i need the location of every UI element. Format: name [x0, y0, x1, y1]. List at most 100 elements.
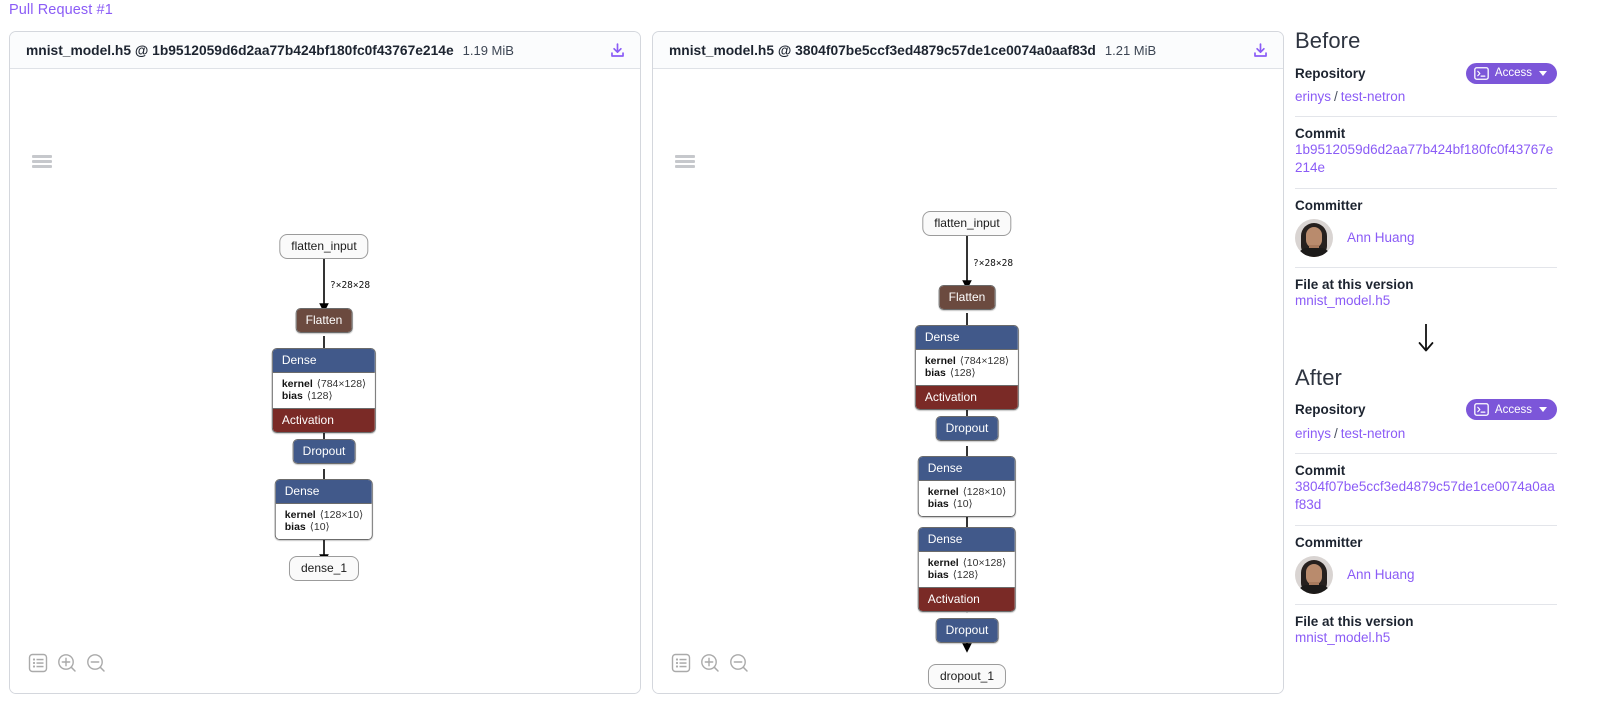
section-heading-before: Before	[1295, 28, 1361, 53]
committer-block-after: Committer Ann Huang	[1295, 535, 1557, 594]
repo-name-link[interactable]: test-netron	[1340, 425, 1406, 441]
committer-name-link[interactable]: Ann Huang	[1347, 230, 1415, 246]
hamburger-icon[interactable]	[32, 155, 52, 168]
panel-filesize-before: 1.19 MiB	[462, 42, 514, 58]
file-name-link[interactable]: mnist_model.h5	[1295, 629, 1391, 645]
attr-value-kernel: ⟨128×10⟩	[962, 486, 1007, 498]
graph-node-dense-1[interactable]: Dense kernel⟨784×128⟩ bias⟨128⟩ Activati…	[914, 325, 1020, 410]
panel-header-before: mnist_model.h5 @ 1b9512059d6d2aa77b424bf…	[10, 32, 640, 69]
panel-body-after: flatten_input ?×28×28 Flatten Dense kern…	[653, 69, 1283, 693]
divider	[1295, 453, 1557, 455]
repo-owner-link[interactable]: erinys	[1295, 425, 1332, 441]
graph-node-dense-1-output[interactable]: dense_1	[288, 556, 360, 581]
node-activation-dense: Activation	[915, 385, 1019, 409]
node-header-dropout: Dropout	[936, 619, 998, 642]
repository-label: Repository	[1295, 65, 1366, 81]
commit-block-after: Commit 3804f07be5ccf3ed4879c57de1ce0074a…	[1295, 463, 1557, 514]
commit-label: Commit	[1295, 463, 1346, 479]
access-button-label: Access	[1494, 67, 1532, 79]
graph-node-dense-1[interactable]: Dense kernel⟨784×128⟩ bias⟨128⟩ Activati…	[271, 348, 377, 433]
attr-key-kernel: kernel	[927, 557, 959, 569]
graph-node-dropout[interactable]: Dropout	[292, 439, 356, 464]
model-panel-before: mnist_model.h5 @ 1b9512059d6d2aa77b424bf…	[9, 31, 641, 694]
graph-node-dense-2[interactable]: Dense kernel⟨128×10⟩ bias⟨10⟩	[274, 479, 374, 540]
repository-row-after: Repository Access	[1295, 397, 1557, 423]
list-icon[interactable]	[27, 652, 49, 674]
access-button-after[interactable]: Access	[1465, 399, 1557, 421]
graph-node-dropout-1[interactable]: Dropout	[935, 416, 999, 441]
repo-name-link[interactable]: test-netron	[1340, 89, 1406, 104]
repository-label: Repository	[1295, 402, 1366, 418]
access-button-before[interactable]: Access	[1465, 62, 1557, 84]
node-header-flatten: Flatten	[296, 309, 352, 332]
graph-node-dropout-2[interactable]: Dropout	[935, 618, 999, 643]
node-attributes-dense: kernel⟨10×128⟩ bias⟨128⟩	[918, 551, 1016, 587]
file-block-after: File at this version mnist_model.h5	[1295, 614, 1557, 647]
repo-owner-link[interactable]: erinys	[1295, 89, 1332, 104]
terminal-icon	[1474, 403, 1489, 417]
graph-node-flatten[interactable]: Flatten	[938, 285, 996, 310]
chevron-down-icon	[1539, 407, 1547, 413]
panel-filesize-after: 1.21 MiB	[1104, 42, 1157, 58]
netron-graph-after[interactable]: flatten_input ?×28×28 Flatten Dense kern…	[653, 69, 1283, 693]
attr-key-bias: bias	[284, 520, 306, 533]
graph-node-flatten[interactable]: Flatten	[295, 308, 353, 333]
file-name-link[interactable]: mnist_model.h5	[1295, 292, 1391, 308]
hamburger-icon[interactable]	[675, 155, 695, 168]
graph-toolbar-after	[670, 652, 750, 674]
file-label: File at this version	[1295, 613, 1414, 629]
node-activation-dense: Activation	[918, 587, 1016, 611]
commit-block-before: Commit 1b9512059d6d2aa77b424bf180fc0f437…	[1295, 126, 1557, 177]
repository-path-after: erinys/test-netron	[1295, 425, 1557, 443]
repository-row-before: Repository Access	[1295, 60, 1557, 86]
graph-node-flatten-input[interactable]: flatten_input	[279, 234, 369, 259]
zoom-out-icon[interactable]	[728, 652, 750, 674]
download-button-after[interactable]	[1247, 37, 1273, 63]
download-button-before[interactable]	[604, 37, 630, 63]
graph-node-dropout-1-output[interactable]: dropout_1	[927, 664, 1007, 689]
graph-node-flatten-input[interactable]: flatten_input	[922, 211, 1012, 236]
avatar	[1295, 218, 1333, 257]
attr-value-bias: ⟨128⟩	[306, 389, 333, 402]
attr-value-bias: ⟨128⟩	[949, 366, 976, 379]
node-attributes-dense: kernel⟨784×128⟩ bias⟨128⟩	[915, 349, 1019, 385]
node-attributes-dense: kernel⟨128×10⟩ bias⟨10⟩	[918, 480, 1016, 516]
graph-edge-label-input: ?×28×28	[330, 280, 371, 291]
list-icon[interactable]	[670, 652, 692, 674]
file-label: File at this version	[1295, 276, 1414, 292]
attr-value-bias: ⟨10⟩	[952, 497, 973, 510]
netron-graph-before[interactable]: flatten_input ?×28×28 Flatten Dense kern…	[10, 69, 640, 693]
arrow-down-icon	[1418, 323, 1434, 352]
repo-path-separator: /	[1334, 425, 1338, 441]
divider	[1295, 603, 1557, 605]
attr-key-bias: bias	[927, 568, 949, 581]
node-header-dense: Dense	[918, 457, 1016, 480]
graph-node-dense-3[interactable]: Dense kernel⟨10×128⟩ bias⟨128⟩ Activatio…	[917, 527, 1017, 612]
graph-toolbar-before	[27, 652, 107, 674]
committer-label: Committer	[1295, 197, 1363, 213]
committer-name-link[interactable]: Ann Huang	[1347, 567, 1415, 583]
repo-path-separator: /	[1334, 89, 1338, 104]
graph-node-dense-2[interactable]: Dense kernel⟨128×10⟩ bias⟨10⟩	[917, 456, 1017, 517]
repository-path-before: erinys/test-netron	[1295, 88, 1557, 106]
breadcrumb-pull-request[interactable]: Pull Request #1	[9, 2, 113, 18]
terminal-icon	[1474, 66, 1489, 80]
commit-hash-link[interactable]: 3804f07be5ccf3ed4879c57de1ce0074a0aaf83d	[1295, 479, 1555, 513]
divider	[1295, 524, 1557, 526]
zoom-in-icon[interactable]	[699, 652, 721, 674]
section-before: Before Repository Access erinys/test-net…	[1295, 28, 1557, 310]
attr-key-bias: bias	[927, 497, 949, 510]
zoom-out-icon[interactable]	[85, 652, 107, 674]
zoom-in-icon[interactable]	[56, 652, 78, 674]
avatar	[1295, 555, 1333, 594]
attr-key-bias: bias	[924, 366, 946, 379]
graph-edge-label-input: ?×28×28	[973, 258, 1014, 269]
attr-key-kernel: kernel	[281, 378, 313, 390]
node-activation-dense: Activation	[272, 408, 376, 432]
panel-header-after: mnist_model.h5 @ 3804f07be5ccf3ed4879c57…	[653, 32, 1283, 69]
section-after: After Repository Access erinys/test-netr…	[1295, 365, 1557, 647]
attr-value-kernel: ⟨784×128⟩	[316, 378, 367, 390]
attr-value-bias: ⟨10⟩	[309, 520, 330, 533]
commit-hash-link[interactable]: 1b9512059d6d2aa77b424bf180fc0f43767e214e	[1295, 142, 1554, 176]
node-header-dense: Dense	[275, 480, 373, 503]
